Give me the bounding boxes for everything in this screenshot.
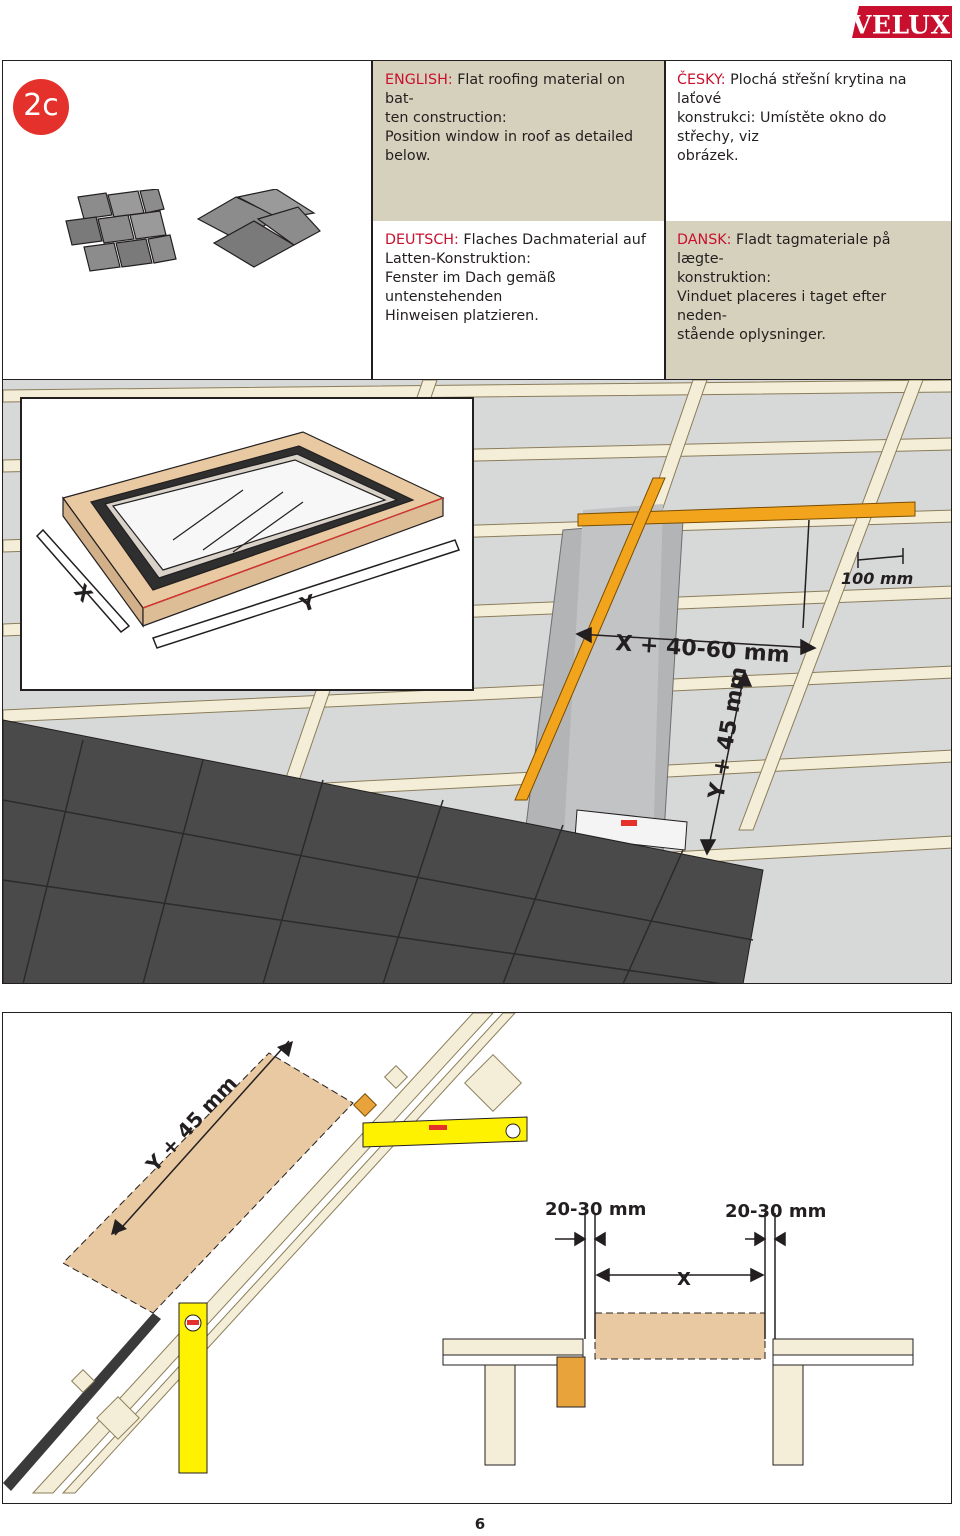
top-trimmer — [577, 501, 916, 527]
english-line2: ten construction: — [385, 110, 507, 126]
instruction-panel: ENGLISH: Flat roofing material on bat- t… — [2, 60, 952, 380]
horizontal-level — [362, 1116, 528, 1148]
divider-middle — [664, 61, 666, 379]
roof-section-left — [3, 1013, 528, 1494]
section-dim-x: X — [677, 1269, 691, 1290]
divider-left — [371, 61, 373, 379]
roof-section-right — [442, 1312, 914, 1466]
section-gap-left: 20-30 mm — [545, 1199, 646, 1220]
underlay-sheet — [563, 504, 663, 850]
level-bubble-h — [429, 1125, 447, 1130]
english-block: ENGLISH: Flat roofing material on bat- t… — [373, 61, 665, 221]
section-svg: Y + 45 mm 20-30 mm 20-30 — [3, 1013, 914, 1494]
slate-tiles-icon — [65, 189, 177, 272]
section-dimension-lines — [555, 1213, 786, 1339]
large-slate-icon — [196, 189, 321, 268]
slate-roof — [3, 719, 764, 983]
czech-lang: ČESKY: — [677, 72, 726, 88]
dimension-lines — [575, 519, 904, 856]
window-illustration — [62, 431, 445, 628]
page-number: 6 — [474, 1515, 486, 1533]
danish-line4: stående oplysninger. — [677, 327, 826, 343]
logo-text: VELUX — [852, 10, 951, 40]
roof-overview-svg: 100 mm X + 40-60 mm Y + 45 mm X Y — [3, 380, 951, 983]
czech-block: ČESKY: Plochá střešní krytina na laťové … — [665, 61, 951, 221]
level-bubble — [621, 820, 637, 826]
registered-mark: ® — [951, 9, 959, 18]
inset-dimension-arrows — [35, 528, 460, 649]
trimmer-board — [62, 1052, 354, 1314]
danish-line1: Fladt tagmateriale på lægte- — [677, 232, 891, 267]
velux-logo: VELUX® — [852, 6, 952, 38]
german-line4: Hinweisen platzieren. — [385, 308, 539, 324]
german-line1: Flaches Dachmaterial auf — [463, 232, 646, 248]
danish-line2: konstruktion: — [677, 270, 772, 286]
roofing-material-icon — [65, 189, 321, 272]
czech-line2: konstrukci: Umístěte okno do střechy, vi… — [677, 110, 887, 145]
english-line1: Flat roofing material on bat- — [385, 72, 626, 107]
danish-block: DANSK: Fladt tagmateriale på lægte- kons… — [665, 221, 951, 379]
step-badge: 2c — [13, 79, 69, 135]
dim-100mm: 100 mm — [841, 569, 913, 588]
czech-line1: Plochá střešní krytina na laťové — [677, 72, 907, 107]
english-line3: Position window in roof as detailed — [385, 129, 634, 145]
german-lang: DEUTSCH: — [385, 232, 459, 248]
danish-lang: DANSK: — [677, 232, 732, 248]
english-lang: ENGLISH: — [385, 72, 453, 88]
danish-line3: Vinduet placeres i taget efter neden- — [677, 289, 887, 324]
czech-line3: obrázek. — [677, 148, 739, 164]
german-line2: Latten-Konstruktion: — [385, 251, 531, 267]
english-line4: below. — [385, 148, 431, 164]
section-gap-right: 20-30 mm — [725, 1201, 826, 1222]
slate-joints — [3, 739, 754, 983]
german-line3: Fenster im Dach gemäß untenstehenden — [385, 270, 556, 305]
roof-overview-illustration: 100 mm X + 40-60 mm Y + 45 mm X Y — [2, 380, 952, 984]
german-block: DEUTSCH: Flaches Dachmaterial auf Latten… — [373, 221, 665, 379]
section-detail-illustration: Y + 45 mm 20-30 mm 20-30 — [2, 1012, 952, 1504]
vertical-level — [178, 1302, 208, 1474]
